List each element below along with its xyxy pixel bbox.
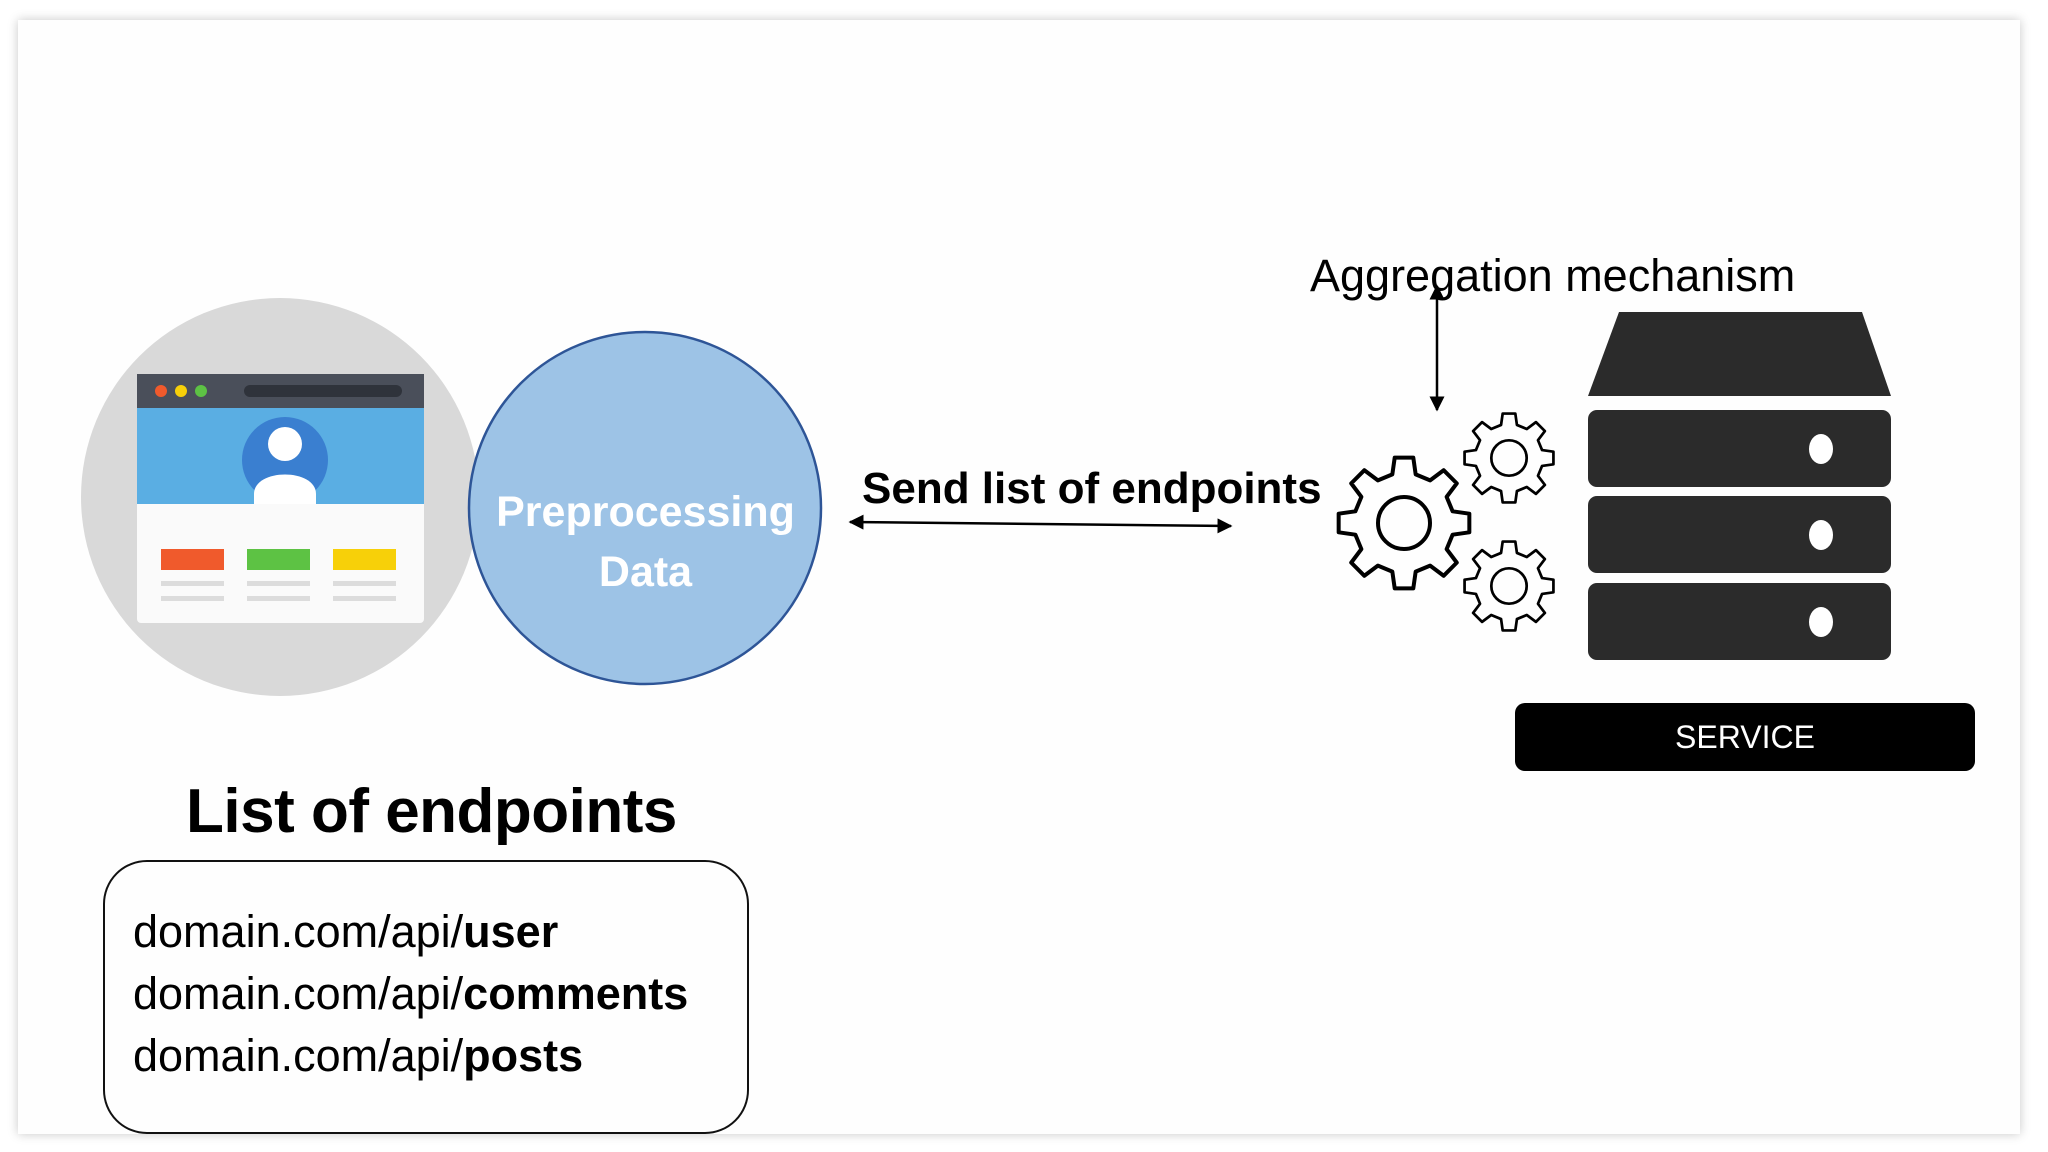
- browser-profile-icon: [81, 298, 479, 696]
- window-close-dot: [155, 385, 167, 397]
- aggregation-label: Aggregation mechanism: [1310, 250, 1796, 301]
- preprocessing-label: Preprocessing Data: [496, 488, 795, 596]
- endpoints-box: domain.com/api/user domain.com/api/comme…: [103, 860, 749, 1134]
- endpoint-resource: posts: [463, 1030, 584, 1081]
- endpoint-item: domain.com/api/comments: [133, 968, 688, 1020]
- service-label: SERVICE: [1675, 719, 1815, 755]
- browser-address-bar: [244, 385, 402, 397]
- endpoints-title: List of endpoints: [186, 777, 677, 846]
- server-unit-3: [1588, 583, 1891, 660]
- avatar-body: [254, 474, 316, 504]
- placeholder-line: [333, 581, 396, 586]
- server-top: [1588, 312, 1891, 396]
- send-arrow: [848, 514, 1233, 534]
- large-gear: [1336, 455, 1472, 591]
- endpoint-prefix: domain.com/api/: [133, 906, 464, 957]
- server-unit-2: [1588, 496, 1891, 573]
- green-block: [247, 549, 310, 570]
- endpoint-item: domain.com/api/user: [133, 906, 558, 958]
- service-label-bar: SERVICE: [1515, 703, 1975, 771]
- small-gear-top: [1463, 412, 1555, 504]
- placeholder-line: [247, 581, 310, 586]
- endpoint-resource: comments: [463, 968, 689, 1019]
- server-unit-1: [1588, 410, 1891, 487]
- slide: Preprocessing Data Send list of endpoint…: [18, 20, 2020, 1134]
- server-led-2: [1809, 520, 1833, 550]
- placeholder-line: [161, 581, 224, 586]
- placeholder-line: [247, 596, 310, 601]
- diagram-graphics: [81, 284, 1891, 696]
- placeholder-line: [161, 596, 224, 601]
- avatar-head: [268, 427, 302, 461]
- placeholder-line: [333, 596, 396, 601]
- window-minimize-dot: [175, 385, 187, 397]
- endpoint-prefix: domain.com/api/: [133, 1030, 464, 1081]
- small-gear-bottom: [1463, 540, 1555, 632]
- red-block: [161, 549, 224, 570]
- server-led-1: [1809, 434, 1833, 464]
- endpoint-item: domain.com/api/posts: [133, 1030, 583, 1082]
- gears-icon: [1336, 412, 1555, 632]
- server-led-3: [1809, 607, 1833, 637]
- preprocessing-node: [467, 330, 823, 686]
- window-maximize-dot: [195, 385, 207, 397]
- yellow-block: [333, 549, 396, 570]
- endpoint-resource: user: [463, 906, 559, 957]
- endpoint-prefix: domain.com/api/: [133, 968, 464, 1019]
- send-endpoints-label: Send list of endpoints: [862, 464, 1322, 513]
- server-icon: [1588, 312, 1891, 660]
